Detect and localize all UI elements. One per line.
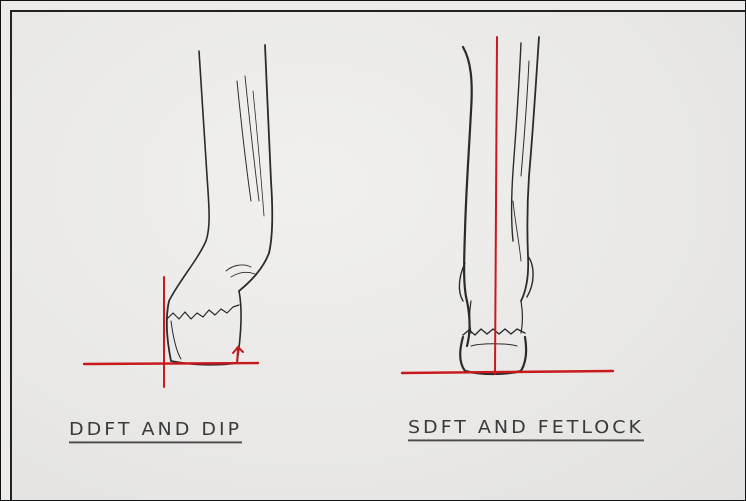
caption-left-text: DDFT AND DIP — [69, 419, 242, 444]
ddft-reference-lines — [84, 277, 258, 387]
sdft-reference-lines — [402, 37, 613, 374]
ddft-leg-sketch — [167, 45, 272, 365]
caption-ddft-and-dip: DDFT AND DIP — [69, 419, 242, 444]
caption-right-text: SDFT AND FETLOCK — [408, 417, 644, 442]
caption-sdft-and-fetlock: SDFT AND FETLOCK — [408, 417, 644, 442]
sdft-leg-sketch — [459, 37, 539, 374]
